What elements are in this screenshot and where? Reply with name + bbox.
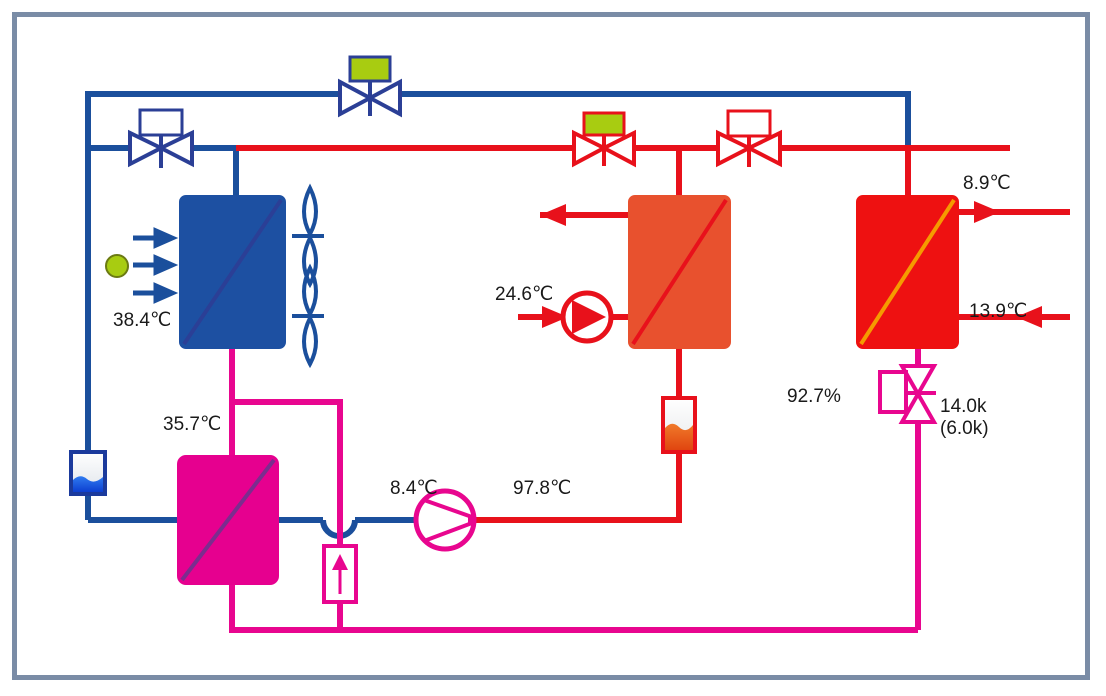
chiller-evaporator[interactable] [856, 195, 959, 349]
recovery-outlet-arrow [540, 204, 566, 226]
flow-control-valve[interactable] [878, 364, 938, 424]
label-cooler-outlet-temp: 35.7℃ [163, 414, 222, 435]
label-air-inlet-temp: 38.4℃ [113, 310, 172, 331]
magenta-pipe-network [229, 348, 921, 633]
heat-recovery-unit[interactable] [628, 195, 731, 349]
expansion-tank-blue[interactable] [69, 440, 107, 496]
heat-recovery-valve[interactable] [572, 111, 636, 168]
label-valve-position: 92.7% [787, 386, 841, 407]
chiller-return-arrow [1016, 306, 1042, 328]
recovery-inlet-arrow [542, 306, 568, 328]
expansion-tank-red[interactable] [661, 396, 697, 454]
fan-icon-1 [292, 183, 324, 289]
chiller-supply-arrow [974, 201, 1000, 223]
air-flow-arrows [133, 227, 179, 304]
condenser-fans [292, 183, 324, 369]
red-flow-arrows [540, 201, 1042, 328]
label-feed-water-temp: 24.6℃ [495, 284, 554, 305]
air-cooled-condenser[interactable] [179, 195, 286, 349]
label-flow-rate: 14.0k [940, 396, 987, 417]
flow-meter[interactable] [322, 544, 358, 604]
label-flow-rate-setpoint: (6.0k) [940, 418, 989, 439]
condenser-inlet-valve[interactable] [128, 108, 194, 168]
status-indicator-green-icon[interactable] [105, 254, 129, 278]
circulation-pump-main[interactable] [413, 488, 477, 552]
chiller-inlet-valve[interactable] [716, 109, 782, 168]
label-chilled-return-temp: 13.9℃ [969, 301, 1028, 322]
label-pump-outlet-temp: 97.8℃ [513, 478, 572, 499]
circulation-pump-feed[interactable] [560, 290, 614, 344]
plate-heat-exchanger[interactable] [177, 455, 279, 585]
bypass-valve[interactable] [338, 55, 402, 118]
label-pump-inlet-temp: 8.4℃ [390, 478, 438, 499]
label-chilled-supply-temp: 8.9℃ [963, 173, 1011, 194]
fan-icon-2 [292, 263, 324, 369]
